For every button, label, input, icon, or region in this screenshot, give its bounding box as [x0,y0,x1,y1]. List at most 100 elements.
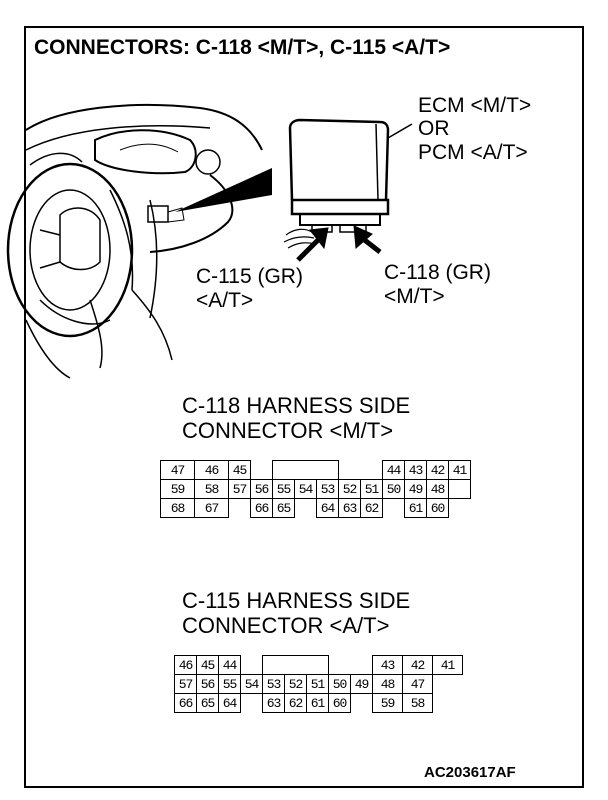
c118-pin: 45 [228,460,251,480]
c115-heading-line2: CONNECTOR <A/T> [182,613,390,638]
c115-pin: 52 [284,674,307,694]
c118-pin: 57 [228,479,251,499]
ecm-connector-plate [290,198,390,216]
c115-pin: 51 [306,674,329,694]
c115-pin: 41 [432,655,463,675]
c115-gap [351,656,373,675]
c115-pin: 49 [350,674,373,694]
c118-gap [339,461,361,480]
c115-pin: 48 [372,674,403,694]
c118-pin: 52 [338,479,361,499]
c118-gap [383,499,405,518]
c118-pin: 43 [404,460,427,480]
c118-pin: 48 [426,479,449,499]
c118-connector-grid: 47 46 45 44 43 42 41 59 58 57 56 55 54 5… [160,460,471,518]
c115-pin: 61 [306,693,329,713]
c115-connector-grid: 46 45 44 43 42 41 57 56 55 54 53 52 51 5… [174,655,469,713]
c115-gap [463,656,469,675]
ecm-label-line2: OR [418,117,450,140]
c118-pin: 63 [338,498,361,518]
c115-gap [463,675,469,694]
c118-pin: 50 [382,479,405,499]
c118-heading-line2: CONNECTOR <M/T> [182,418,394,443]
c118-label-line1: C-118 (GR) [384,261,491,284]
c115-pin: 60 [328,693,351,713]
c118-gap [295,499,317,518]
ecm-leader [387,123,413,139]
dash-vent-round [195,149,221,175]
c115-pin: 56 [196,674,219,694]
c115-gap [351,694,373,713]
steering-hub [59,207,101,271]
c118-pin: 68 [160,498,195,518]
c115-pin: 43 [372,655,403,675]
c118-pin: 60 [426,498,449,518]
figure-code: AC203617AF [424,764,516,781]
c115-pin: 55 [218,674,241,694]
c115-pin: 63 [262,693,285,713]
ecm-module [288,118,390,201]
c115-pin: 44 [218,655,241,675]
ecm-label-line1: ECM <M/T> [418,94,532,117]
c115-pin: 62 [284,693,307,713]
c115-pin: 57 [174,674,197,694]
c118-gap [361,461,383,480]
c115-key [262,655,329,675]
arrow-c115 [309,227,329,250]
dash-line [25,125,211,151]
c115-pin: 66 [174,693,197,713]
c115-pin: 59 [372,693,403,713]
ecm-label-line3: PCM <A/T> [418,141,528,164]
plug-c118 [339,225,367,233]
c118-pin: 65 [272,498,295,518]
c118-label-line2: <M/T> [384,285,445,308]
c118-pin: 54 [294,479,317,499]
figure-title: CONNECTORS: C-118 <M/T>, C-115 <A/T> [34,36,451,59]
c118-pin: 53 [316,479,339,499]
c118-pin: 55 [272,479,295,499]
ecm-location [147,205,169,223]
c118-pin: 64 [316,498,339,518]
c115-pin: 54 [240,674,263,694]
c118-pin: 66 [250,498,273,518]
c118-pin: 47 [160,460,195,480]
c118-pin: 62 [360,498,383,518]
vent-cluster [94,129,197,175]
c118-pin: 67 [194,498,229,518]
c115-pin: 53 [262,674,285,694]
c115-label-line1: C-115 (GR) [196,265,303,288]
c118-pin: 51 [360,479,383,499]
c115-gap [241,656,263,675]
c118-key [272,460,339,480]
c115-pin: 64 [218,693,241,713]
c115-pin: 42 [402,655,433,675]
c118-heading-line1: C-118 HARNESS SIDE [182,393,411,418]
figure-frame [24,26,584,788]
c115-pin: 65 [196,693,219,713]
c115-gap [329,656,351,675]
c118-pin [448,479,471,499]
c115-pin: 50 [328,674,351,694]
c118-gap [449,499,471,518]
callout-wedge [175,168,272,212]
c118-pin: 44 [382,460,405,480]
c118-pin: 42 [426,460,449,480]
c118-pin: 56 [250,479,273,499]
c115-heading-line1: C-115 HARNESS SIDE [182,588,411,613]
arrow-c118 [353,225,373,250]
c115-gap [433,694,463,713]
c118-pin: 46 [194,460,229,480]
c118-pin: 61 [404,498,427,518]
c115-gap [433,675,463,694]
c118-gap [229,499,251,518]
c118-pin: 58 [194,479,229,499]
c118-pin: 41 [448,460,471,480]
c115-pin: 45 [196,655,219,675]
c115-pin: 58 [402,693,433,713]
c115-gap [463,694,469,713]
c118-pin: 49 [404,479,427,499]
c115-gap [241,694,263,713]
c115-label-line2: <A/T> [196,289,254,312]
dash-top-edge [25,104,263,151]
